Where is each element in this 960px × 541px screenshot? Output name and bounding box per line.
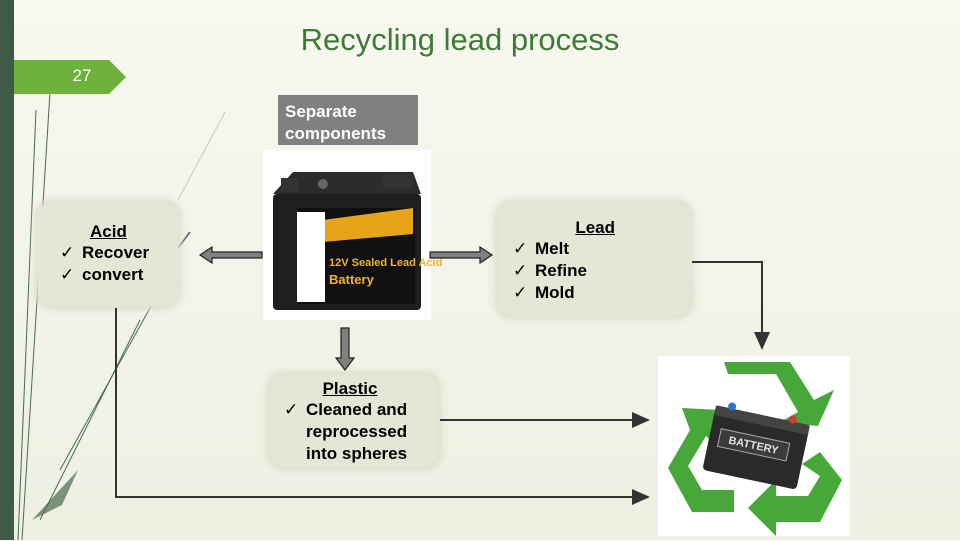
recycle-battery-image: BATTERY [658, 356, 850, 536]
page-title: Recycling lead process [300, 22, 620, 57]
list-item: ✓Refine [513, 261, 587, 280]
lead-box: Lead ✓Melt ✓Refine ✓Mold [498, 203, 690, 316]
battery-label-line-2: Battery [329, 272, 375, 287]
arrow-to-lead [429, 245, 494, 265]
acid-box: Acid ✓Recover ✓convert [38, 203, 178, 306]
list-item: ✓convert [60, 265, 144, 284]
arrow-to-plastic [334, 327, 356, 371]
check-icon: ✓ [513, 239, 528, 258]
check-icon: ✓ [60, 265, 75, 284]
separate-components-label: Separate components [278, 95, 418, 145]
lead-heading: Lead [575, 218, 615, 237]
lead-list: ✓Melt ✓Refine ✓Mold [513, 238, 690, 304]
lead-to-recycle-connector [692, 261, 770, 350]
acid-heading: Acid [90, 222, 127, 241]
check-icon: ✓ [284, 400, 299, 419]
plastic-heading: Plastic [322, 379, 378, 398]
plastic-box: Plastic ✓Cleaned and reprocessed into sp… [270, 375, 438, 467]
check-icon: ✓ [60, 243, 75, 262]
left-decorative-bar [0, 0, 14, 540]
list-item: ✓Melt [513, 239, 569, 258]
plastic-list: ✓Cleaned and reprocessed into spheres [284, 399, 438, 465]
check-icon: ✓ [513, 283, 528, 302]
battery-image: 12V Sealed Lead Acid Battery [263, 150, 442, 320]
acid-to-recycle-connector [115, 308, 650, 505]
battery-label-line-1: 12V Sealed Lead Acid [329, 257, 442, 269]
check-icon: ✓ [513, 261, 528, 280]
list-item: ✓Cleaned and reprocessed into spheres [284, 400, 408, 463]
arrow-to-acid [198, 245, 263, 265]
slide-number-tag [14, 60, 126, 94]
slide-number: 27 [72, 66, 92, 85]
list-item: ✓Recover [60, 243, 150, 262]
list-item: ✓Mold [513, 283, 575, 302]
acid-list: ✓Recover ✓convert [60, 242, 178, 286]
